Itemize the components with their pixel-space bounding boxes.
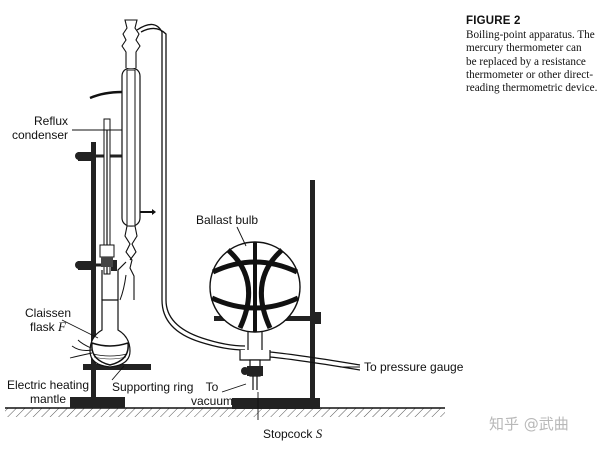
label-electric-heating-mantle: Electric heating mantle [6, 378, 90, 406]
stopcock [239, 350, 271, 390]
pressure-gauge-tube [269, 351, 361, 371]
figure-caption: FIGURE 2 Boiling-point apparatus. The me… [466, 15, 598, 95]
bench-surface [5, 407, 445, 417]
label-ballast-bulb: Ballast bulb [196, 213, 259, 227]
label-reflux-condenser: Reflux condenser [11, 114, 68, 142]
label-claissen-flask: Claissen flask F [24, 306, 72, 334]
leader-lines [61, 129, 360, 420]
label-supporting-ring: Supporting ring [112, 380, 194, 394]
claissen-flask [89, 261, 131, 368]
ballast-bulb [209, 241, 301, 350]
label-to-pressure-gauge: To pressure gauge [364, 360, 464, 374]
watermark: 知乎 @武曲 [489, 415, 569, 433]
reflux-condenser [89, 19, 156, 300]
mantle-wires [69, 339, 93, 359]
caption-body: Boiling-point apparatus. The mercury the… [466, 29, 598, 95]
label-stopcock: Stopcock S [263, 426, 323, 442]
thermometer [99, 118, 115, 275]
caption-title: FIGURE 2 [466, 15, 521, 27]
label-to-vacuum: To vacuum [190, 380, 234, 408]
vacuum-tubing [136, 23, 246, 351]
